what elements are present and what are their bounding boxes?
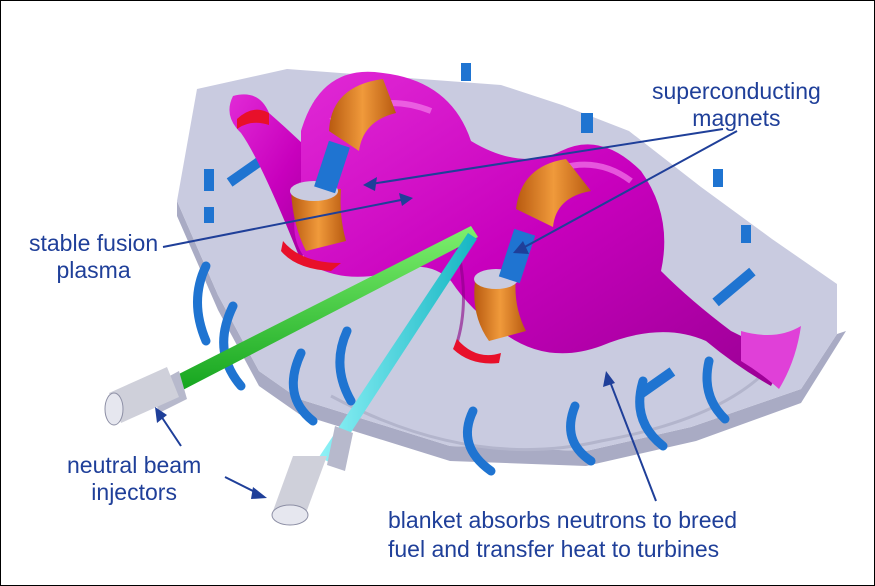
label-line: fuel and transfer heat to turbines bbox=[388, 536, 720, 562]
beam-cyan-shell bbox=[327, 426, 353, 471]
plasma-flare-right bbox=[741, 326, 801, 389]
label-line: superconducting bbox=[652, 78, 821, 104]
coil-support-icon bbox=[193, 261, 211, 346]
beam-injectors bbox=[104, 226, 478, 526]
plasma-cut-edge bbox=[237, 109, 269, 129]
label-blanket: blanket absorbs neutrons to breed fuel a… bbox=[388, 506, 737, 564]
coil-tab-icon bbox=[204, 207, 214, 223]
label-superconducting-magnets: superconducting magnets bbox=[652, 78, 821, 132]
leader-line-blanket bbox=[608, 378, 657, 502]
coil-tab-icon bbox=[581, 113, 593, 133]
coil-tabs bbox=[204, 63, 756, 399]
arrowhead-icon bbox=[363, 177, 377, 191]
magnet-segment-icon bbox=[291, 189, 346, 251]
arrowhead-icon bbox=[251, 487, 267, 499]
injector-cyan-cap-icon bbox=[271, 504, 309, 526]
label-line: plasma bbox=[56, 257, 131, 283]
magnet-support-icon bbox=[498, 228, 536, 284]
magnet-segment-icon bbox=[474, 276, 526, 341]
label-line: injectors bbox=[91, 479, 177, 505]
injector-green-cap-icon bbox=[104, 392, 124, 426]
label-line: stable fusion bbox=[29, 230, 159, 256]
coil-tab-icon bbox=[741, 225, 751, 243]
plasma-cut-edge bbox=[281, 241, 341, 271]
coil-supports bbox=[193, 261, 730, 476]
leader-line-injectors-1 bbox=[158, 412, 182, 447]
arrowhead-icon bbox=[155, 407, 167, 423]
plasma-cut-edge bbox=[453, 339, 501, 364]
label-stable-fusion-plasma: stable fusion plasma bbox=[29, 230, 158, 284]
coil-support-icon bbox=[288, 348, 318, 426]
beam-green-tube bbox=[169, 226, 478, 393]
coil-tab-icon bbox=[226, 155, 266, 187]
label-line: blanket absorbs neutrons to breed bbox=[388, 507, 738, 533]
magnet-segment-icon bbox=[329, 79, 396, 151]
coil-support-icon bbox=[219, 301, 246, 391]
arrowhead-icon bbox=[603, 371, 615, 387]
coil-support-icon bbox=[335, 326, 356, 406]
coil-support-icon bbox=[462, 406, 496, 476]
label-line: magnets bbox=[692, 105, 781, 131]
label-line: neutral beam bbox=[67, 452, 202, 478]
leader-line-magnets-2 bbox=[520, 130, 738, 250]
plasma-body bbox=[294, 71, 786, 386]
coil-support-icon bbox=[566, 401, 596, 466]
injector-green-body bbox=[109, 367, 179, 423]
arrowhead-icon bbox=[399, 193, 413, 206]
coil-tab-icon bbox=[713, 169, 723, 187]
blanket-inner-shadow bbox=[330, 374, 763, 452]
arrowhead-icon bbox=[513, 241, 529, 254]
coil-tab-icon bbox=[712, 267, 756, 307]
injector-cyan-body bbox=[273, 456, 327, 513]
coil-tab-icon bbox=[636, 367, 676, 399]
label-neutral-beam-injectors: neutral beam injectors bbox=[67, 452, 201, 506]
coil-tab-icon bbox=[461, 63, 471, 81]
coil-support-icon bbox=[702, 356, 730, 424]
magnet-coils bbox=[290, 79, 591, 341]
leader-lines bbox=[155, 128, 738, 502]
coil-tab-icon bbox=[204, 169, 214, 191]
magnet-segment-icon bbox=[516, 159, 591, 227]
leader-line-magnets-1 bbox=[370, 128, 724, 185]
leader-line-plasma bbox=[162, 198, 407, 248]
beam-cyan-tube bbox=[319, 233, 477, 463]
magnet-support-icon bbox=[314, 140, 350, 194]
